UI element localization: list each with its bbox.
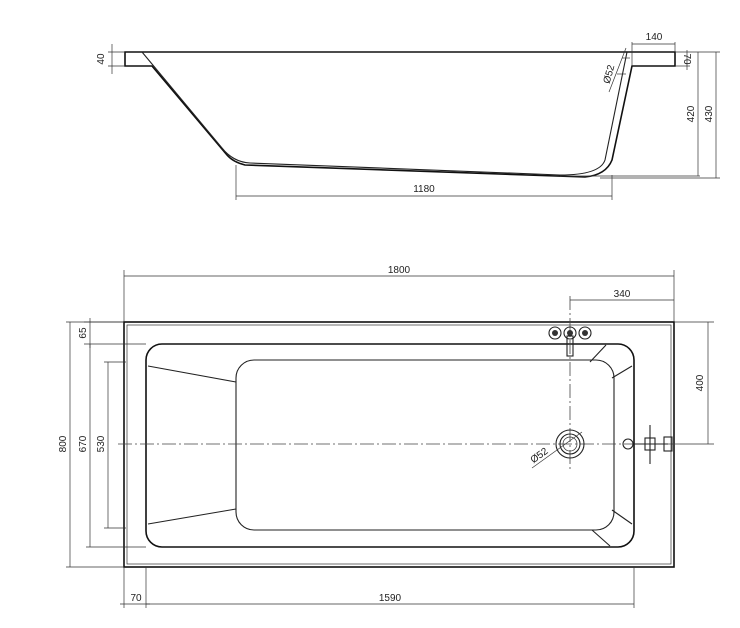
dim-total-length: 1800: [388, 265, 411, 276]
dim-rim-left: 70: [130, 593, 142, 604]
dim-inner-length: 1590: [379, 593, 402, 604]
dim-drain-diameter: Ø52: [529, 446, 551, 466]
dim-overflow-diameter: Ø52: [602, 63, 618, 85]
dim-rim-top: 65: [78, 327, 89, 339]
tub-side-inner-profile: [141, 51, 628, 176]
tub-side-profile: [124, 51, 676, 178]
tub-inner-basin: [145, 343, 635, 548]
dim-rim-width: 140: [646, 32, 663, 43]
tub-outer-rim: [123, 321, 675, 568]
dim-total-width: 800: [58, 435, 69, 452]
faucet-icon: [548, 326, 592, 357]
tub-bottom-floor: [235, 359, 615, 531]
dim-bottom-width: 530: [96, 435, 107, 452]
dim-depth-inner: 420: [686, 105, 697, 122]
dim-faucet-offset: 340: [614, 289, 631, 300]
overflow-handle-icon: [622, 425, 673, 464]
side-view: 40 140 70 Ø52 420 430 1180: [96, 32, 720, 200]
drain-icon: [555, 429, 585, 459]
dim-overflow-depth: 70: [681, 53, 692, 65]
dim-bottom-length: 1180: [413, 184, 435, 195]
dim-rim-thickness: 40: [96, 53, 107, 65]
dim-drain-offset: 400: [695, 374, 706, 391]
dim-inner-width: 670: [78, 435, 89, 452]
dim-depth-total: 430: [704, 105, 715, 122]
top-view: Ø52 1800 340 400 65 800: [58, 265, 714, 608]
